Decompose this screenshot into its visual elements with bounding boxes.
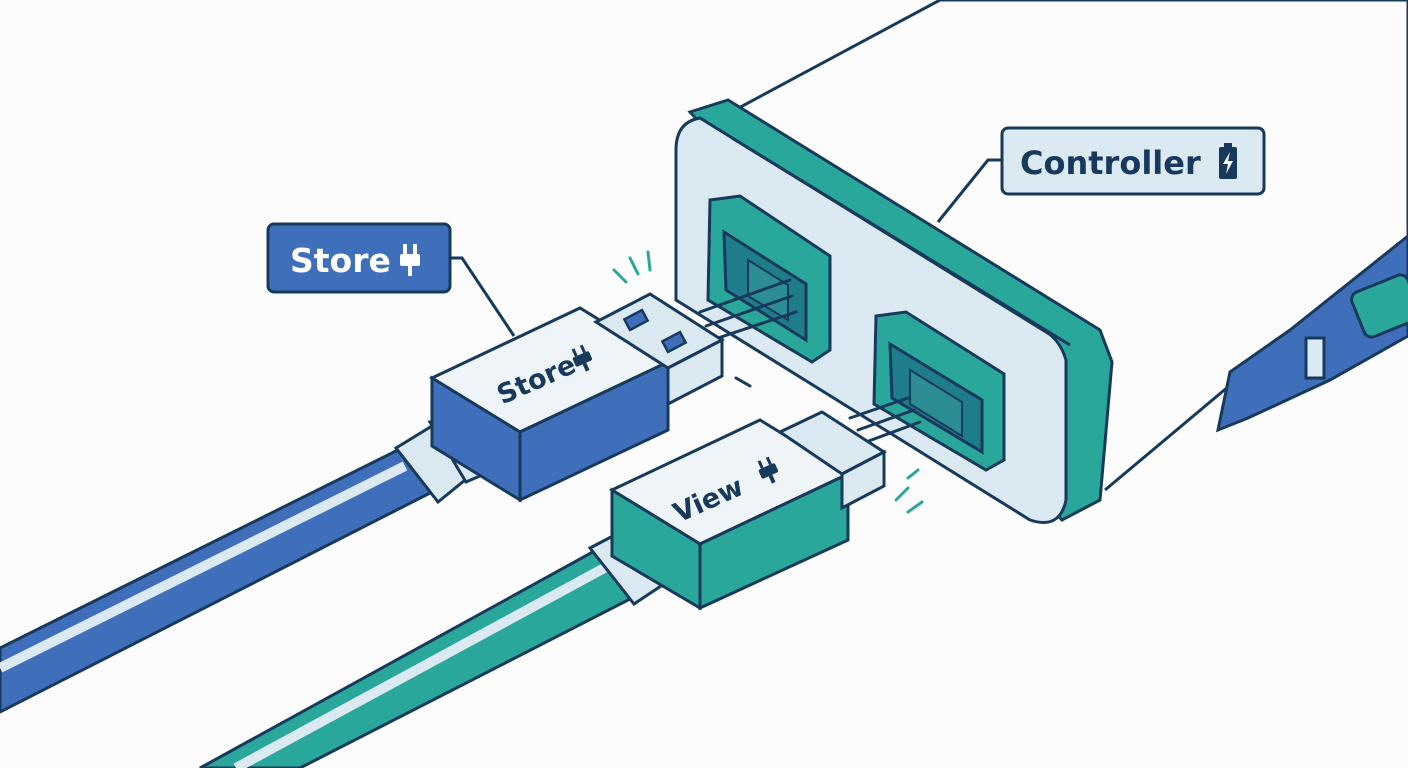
- controller-callout-label: Controller: [1020, 144, 1201, 182]
- plug-icon: [571, 344, 593, 372]
- controller-block: [674, 98, 1114, 524]
- lower-port: [872, 310, 1006, 472]
- store-callout-label: Store: [290, 241, 391, 280]
- connection-lines: [698, 278, 922, 444]
- controller-callout: Controller: [936, 126, 1266, 223]
- battery-charging-icon: [1219, 143, 1237, 179]
- device-body: [719, 0, 1408, 492]
- upper-port: [706, 194, 832, 364]
- plug-icon: [757, 456, 779, 484]
- store-callout: Store: [266, 222, 516, 337]
- spark-marks: [612, 250, 924, 514]
- side-slot: [1350, 273, 1408, 339]
- view-plug: View: [608, 410, 887, 611]
- plug-icon: [400, 244, 420, 276]
- store-plug: Store: [428, 292, 725, 503]
